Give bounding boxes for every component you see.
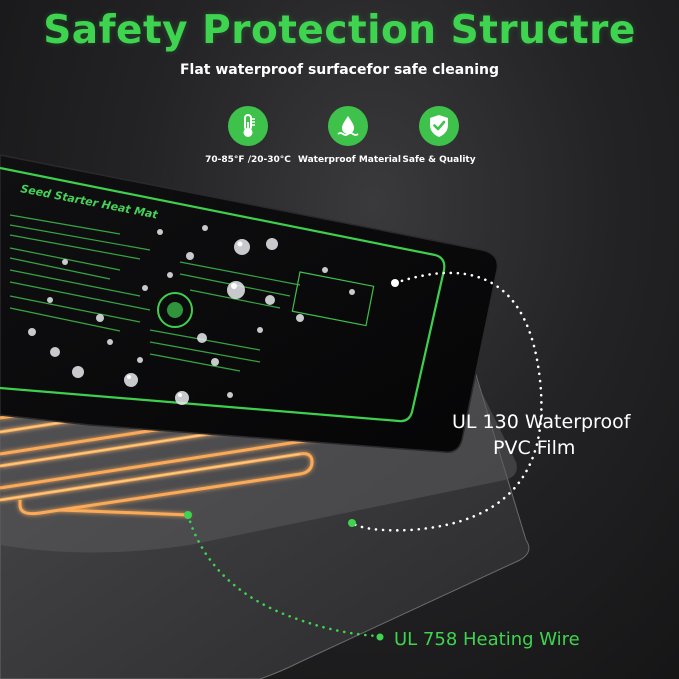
page-title: Safety Protection Structre <box>43 8 636 53</box>
film-callout-label-2: PVC Film <box>493 437 576 459</box>
shield-check-icon <box>419 106 459 146</box>
feature-label-waterproof: Waterproof Material <box>298 155 401 165</box>
water-drop-icon <box>328 106 368 146</box>
film-callout-label: UL 130 Waterproof <box>452 411 631 433</box>
feature-waterproof: Waterproof Material <box>298 106 401 165</box>
page-subtitle: Flat waterproof surfacefor safe cleaning <box>179 62 500 78</box>
mat-green-border <box>0 166 446 423</box>
feature-label-temperature: 70-85°F /20-30°C <box>205 155 291 165</box>
mat-logo <box>157 292 193 328</box>
thermometer-icon <box>228 106 268 146</box>
feature-temperature: 70-85°F /20-30°C <box>198 106 298 165</box>
feature-label-safety: Safe & Quality <box>402 155 476 165</box>
mat-info-box <box>291 271 375 327</box>
wire-callout-label: UL 758 Heating Wire <box>394 629 580 650</box>
feature-safety: Safe & Quality <box>389 106 489 165</box>
mat-printed-text <box>9 214 301 372</box>
film-callout-leader <box>348 271 543 532</box>
